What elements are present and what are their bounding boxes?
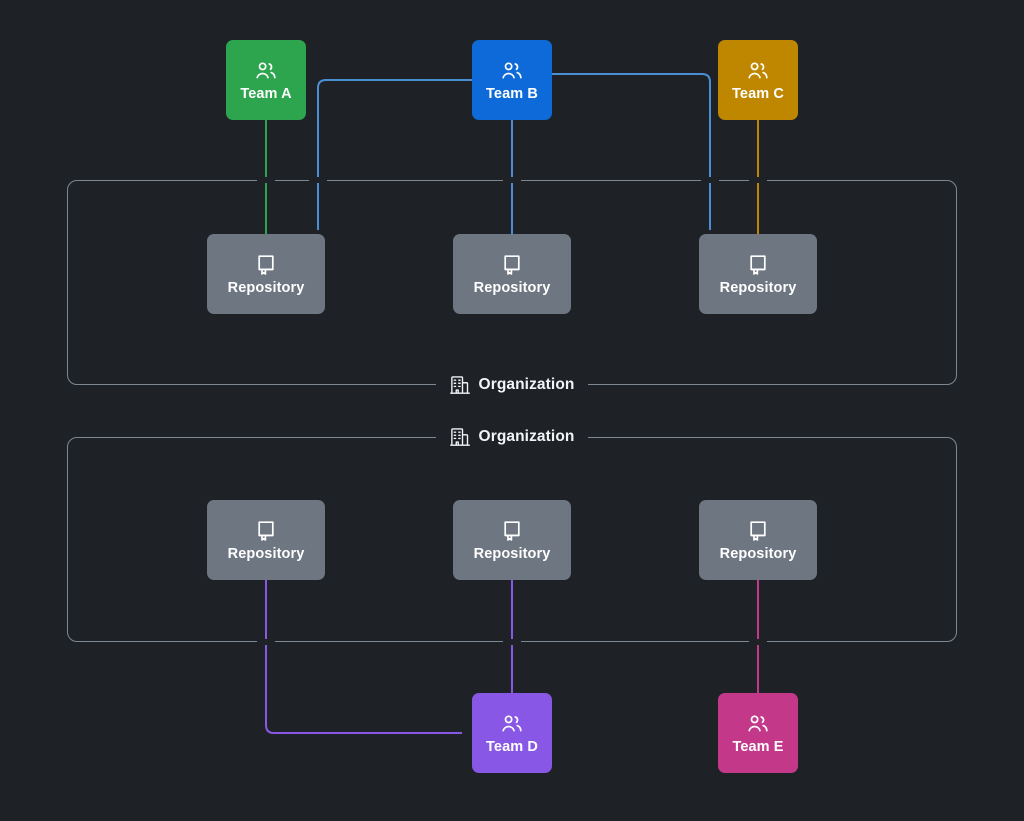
repo-icon bbox=[746, 253, 770, 277]
repo-icon bbox=[746, 519, 770, 543]
people-icon bbox=[500, 712, 524, 736]
people-icon bbox=[746, 712, 770, 736]
repository-node-label: Repository bbox=[473, 279, 551, 296]
border-gap bbox=[749, 177, 767, 183]
border-gap bbox=[257, 639, 275, 645]
repository-node-label: Repository bbox=[719, 279, 797, 296]
team-node-team-c[interactable]: Team C bbox=[718, 40, 798, 120]
team-node-team-b[interactable]: Team B bbox=[472, 40, 552, 120]
repository-node-label: Repository bbox=[719, 545, 797, 562]
organization-label-text: Organization bbox=[478, 428, 575, 445]
repository-node-repo-a1[interactable]: Repository bbox=[207, 234, 325, 314]
team-node-label: Team D bbox=[486, 738, 538, 755]
building-icon bbox=[449, 427, 470, 447]
team-node-team-d[interactable]: Team D bbox=[472, 693, 552, 773]
repo-icon bbox=[254, 519, 278, 543]
building-icon bbox=[449, 375, 470, 395]
people-icon bbox=[254, 59, 278, 83]
organization-label-top: Organization bbox=[0, 372, 1024, 398]
repo-icon bbox=[500, 253, 524, 277]
people-icon bbox=[746, 59, 770, 83]
repository-node-repo-b2[interactable]: Repository bbox=[453, 500, 571, 580]
repository-node-repo-b3[interactable]: Repository bbox=[699, 500, 817, 580]
team-node-label: Team C bbox=[732, 85, 784, 102]
border-gap bbox=[503, 177, 521, 183]
repository-node-repo-a3[interactable]: Repository bbox=[699, 234, 817, 314]
border-gap bbox=[257, 177, 275, 183]
organization-label-bottom: Organization bbox=[0, 424, 1024, 450]
team-node-team-e[interactable]: Team E bbox=[718, 693, 798, 773]
repository-node-label: Repository bbox=[473, 545, 551, 562]
border-gap bbox=[701, 177, 719, 183]
team-node-label: Team A bbox=[240, 85, 292, 102]
repository-node-label: Repository bbox=[227, 545, 305, 562]
border-gap bbox=[503, 639, 521, 645]
repository-node-label: Repository bbox=[227, 279, 305, 296]
organization-label-text: Organization bbox=[478, 376, 575, 393]
team-node-label: Team E bbox=[732, 738, 784, 755]
repository-node-repo-b1[interactable]: Repository bbox=[207, 500, 325, 580]
border-gap bbox=[309, 177, 327, 183]
team-node-label: Team B bbox=[486, 85, 538, 102]
repository-node-repo-a2[interactable]: Repository bbox=[453, 234, 571, 314]
repo-icon bbox=[254, 253, 278, 277]
people-icon bbox=[500, 59, 524, 83]
repo-icon bbox=[500, 519, 524, 543]
border-gap bbox=[749, 639, 767, 645]
team-node-team-a[interactable]: Team A bbox=[226, 40, 306, 120]
